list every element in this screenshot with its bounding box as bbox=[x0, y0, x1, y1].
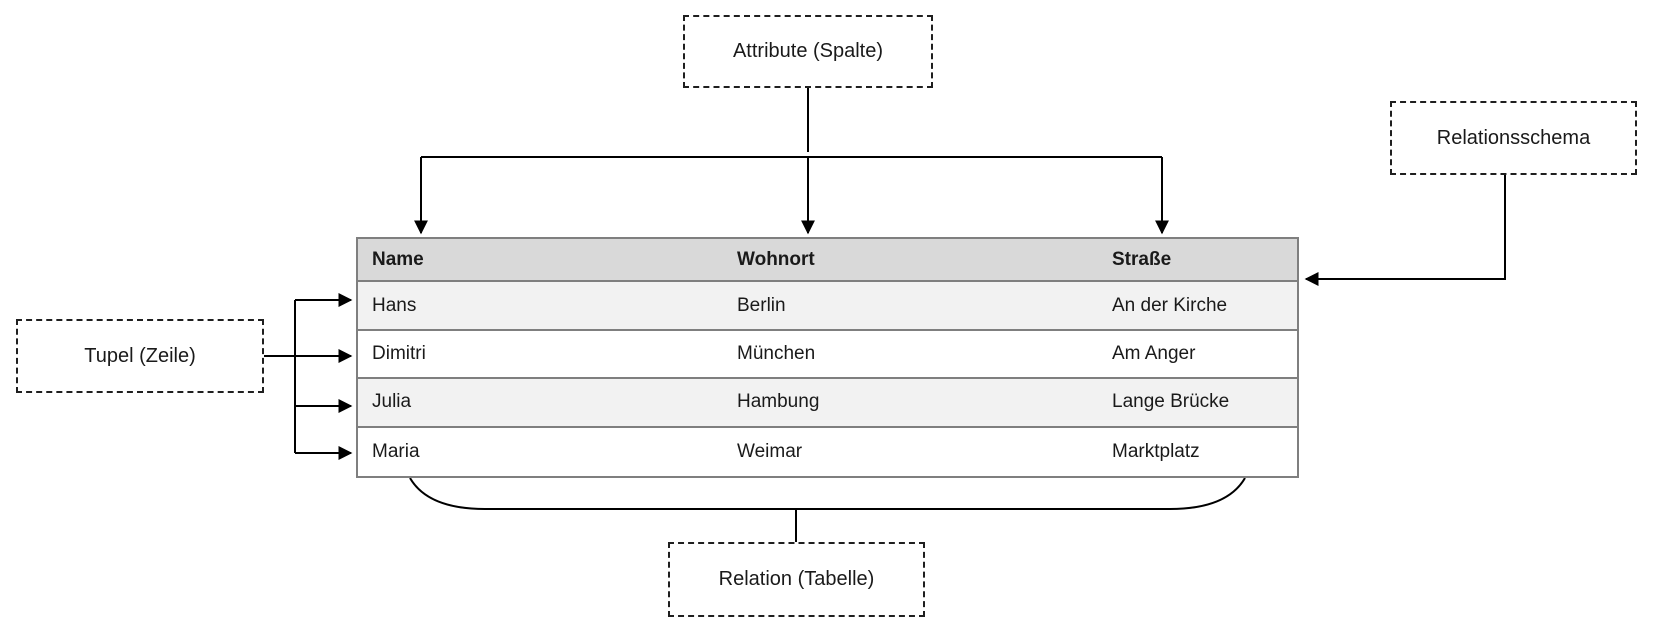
table-header-row: Name Wohnort Straße bbox=[358, 239, 1297, 283]
tupel-label: Tupel (Zeile) bbox=[84, 344, 196, 367]
table-row: Julia Hambung Lange Brücke bbox=[358, 379, 1297, 428]
cell-wohnort: München bbox=[737, 343, 816, 365]
relation-table: Name Wohnort Straße Hans Berlin An der K… bbox=[356, 237, 1299, 478]
relationsschema-arrow bbox=[1304, 175, 1506, 286]
cell-wohnort: Hambung bbox=[737, 391, 820, 413]
relationsschema-label: Relationsschema bbox=[1436, 126, 1591, 149]
relation-brace-curve bbox=[409, 477, 1246, 510]
attribute-label: Attribute (Spalte) bbox=[732, 40, 884, 62]
cell-strasse: Lange Brücke bbox=[1112, 391, 1230, 413]
cell-wohnort: Berlin bbox=[737, 294, 786, 316]
relation-label-box: Relation (Tabelle) bbox=[668, 542, 925, 617]
relation-label: Relation (Tabelle) bbox=[718, 568, 875, 590]
cell-name: Maria bbox=[372, 440, 420, 462]
cell-name: Hans bbox=[372, 294, 417, 316]
cell-strasse: Am Anger bbox=[1112, 343, 1196, 365]
column-header-name: Name bbox=[372, 248, 424, 270]
table-row: Dimitri München Am Anger bbox=[358, 330, 1297, 380]
tupel-label-box: Tupel (Zeile) bbox=[16, 319, 264, 393]
cell-name: Julia bbox=[372, 391, 412, 413]
attribute-label-box: Attribute (Spalte) bbox=[683, 15, 933, 88]
column-header-strasse: Straße bbox=[1112, 248, 1172, 270]
table-row: Hans Berlin An der Kirche bbox=[358, 282, 1297, 331]
relationsschema-label-box: Relationsschema bbox=[1390, 101, 1637, 175]
cell-name: Dimitri bbox=[372, 343, 426, 365]
table-row: Maria Weimar Marktplatz bbox=[358, 427, 1297, 476]
cell-wohnort: Weimar bbox=[737, 440, 803, 462]
cell-strasse: Marktplatz bbox=[1112, 440, 1200, 462]
cell-strasse: An der Kirche bbox=[1112, 294, 1228, 316]
column-header-wohnort: Wohnort bbox=[737, 248, 815, 270]
